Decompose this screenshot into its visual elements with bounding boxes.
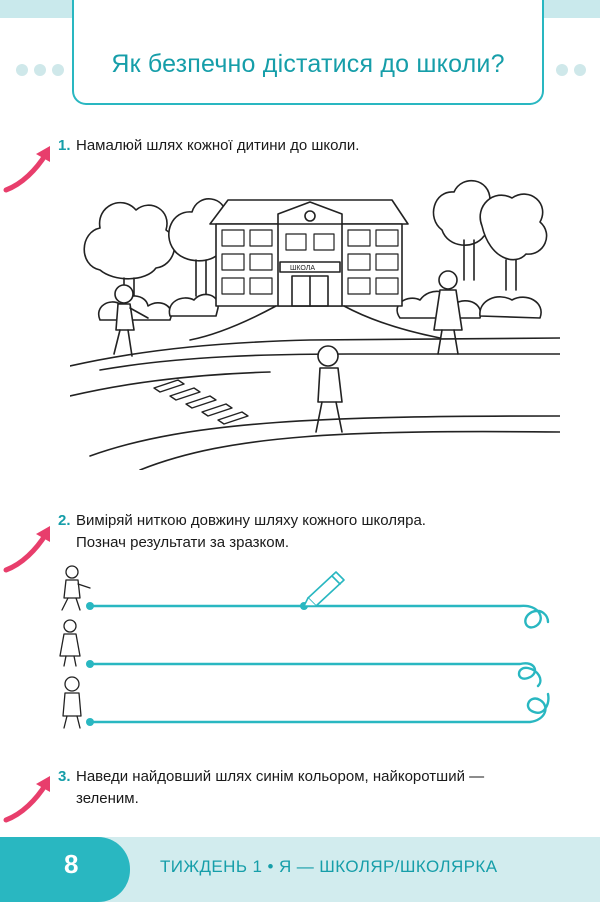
week-label: ТИЖДЕНЬ 1 • Я — ШКОЛЯР/ШКОЛЯРКА [160, 857, 498, 876]
child-icon [62, 676, 82, 729]
pencil-icon [303, 571, 345, 607]
school-building [209, 199, 409, 307]
child-icon [61, 565, 91, 611]
footer: 8 ТИЖДЕНЬ 1 • Я — ШКОЛЯР/ШКОЛЯРКА [0, 837, 600, 902]
child-icon [59, 619, 81, 667]
arrow-icon [2, 770, 58, 831]
task-1-text: Намалюй шлях кожної дитини до школи. [76, 137, 360, 154]
arrow-icon [2, 520, 58, 581]
tree-icon [479, 193, 548, 291]
child-icon [433, 270, 463, 355]
page-number: 8 [64, 849, 79, 879]
child-icon [315, 345, 343, 433]
arrow-icon [2, 140, 58, 201]
decor-dot [52, 64, 64, 76]
measurement-area [50, 560, 550, 740]
task-3-text-line2: зеленим. [76, 790, 139, 807]
page-number-box: 8 [0, 837, 130, 902]
task-2-number: 2. [58, 512, 71, 529]
title-card: Як безпечно дістатися до школи? [72, 0, 544, 105]
task-1-number: 1. [58, 137, 71, 154]
decor-dot [556, 64, 568, 76]
task-2-text-line1: Виміряй ниткою довжину шляху кожного шко… [76, 512, 426, 529]
decor-dot [16, 64, 28, 76]
decor-dot [574, 64, 586, 76]
decor-dot [34, 64, 46, 76]
svg-text:ШКОЛА: ШКОЛА [290, 265, 315, 272]
page-title: Як безпечно дістатися до школи? [111, 50, 505, 78]
school-scene-illustration: ШКОЛА [69, 170, 561, 471]
task-2-text-line2: Познач результати за зразком. [76, 534, 290, 551]
task-3-number: 3. [58, 768, 71, 785]
task-3-text-line1: Наведи найдовший шлях синім кольором, на… [76, 768, 485, 785]
child-icon [113, 284, 149, 357]
